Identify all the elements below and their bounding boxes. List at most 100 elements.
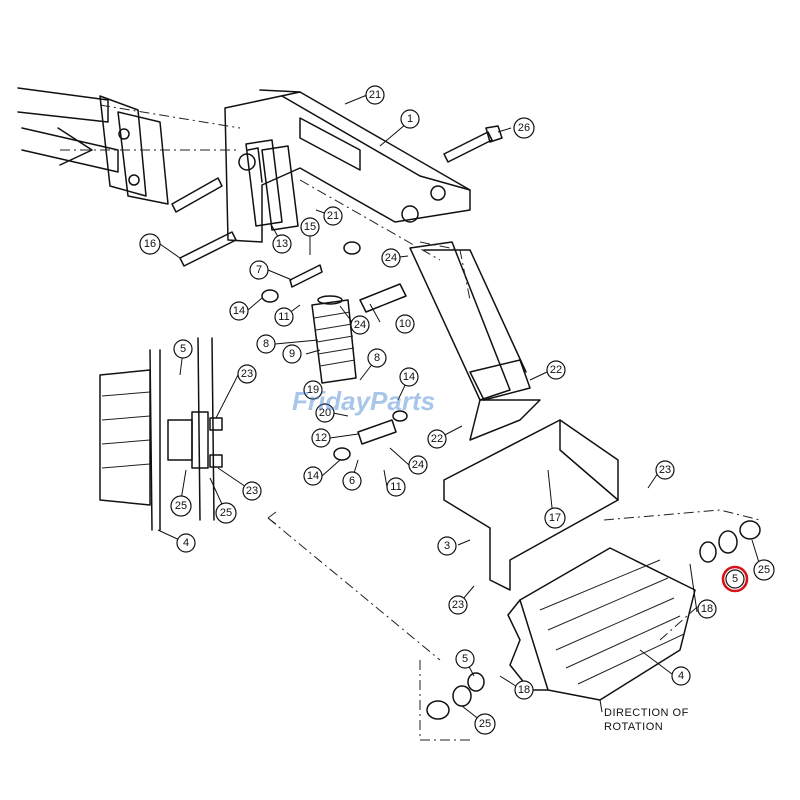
bearing-flange — [426, 700, 450, 720]
side-hub — [167, 419, 193, 461]
svg-text:22: 22 — [550, 364, 562, 376]
centerline — [299, 179, 441, 261]
assembly-arrow — [267, 511, 277, 525]
svg-text:5: 5 — [180, 343, 186, 355]
post-mount-plate — [469, 359, 531, 401]
leader-lines — [157, 94, 762, 725]
yoke-bracket — [224, 91, 471, 243]
side-rotor — [99, 369, 151, 506]
spring-coils — [313, 311, 356, 367]
yoke-bore — [401, 205, 419, 223]
svg-text:4: 4 — [678, 670, 684, 682]
svg-text:6: 6 — [349, 475, 355, 487]
callout-23c: 23 — [242, 481, 262, 501]
bearing-flange — [452, 685, 472, 707]
callout-15: 15 — [300, 217, 320, 237]
side-frame — [197, 337, 215, 521]
washer-14 — [261, 289, 279, 303]
bearing — [467, 672, 485, 692]
bearing — [699, 541, 717, 563]
side-bolt — [209, 417, 223, 431]
callout-14: 14 — [229, 301, 249, 321]
center-post-edge — [423, 249, 527, 373]
svg-text:8: 8 — [263, 338, 269, 350]
yoke-cross-tube — [299, 117, 361, 171]
callout-5b: 5 — [455, 649, 475, 669]
callout-22: 22 — [546, 360, 566, 380]
svg-text:18: 18 — [701, 603, 713, 615]
callout-11: 11 — [274, 307, 294, 327]
callout-25d: 25 — [474, 713, 496, 735]
linework — [17, 87, 762, 741]
callout-25c: 25 — [215, 502, 237, 524]
post-foot — [469, 399, 541, 441]
callout-5: 5 — [173, 339, 193, 359]
bolt-26 — [443, 131, 493, 163]
centerline — [603, 509, 761, 521]
svg-text:4: 4 — [183, 537, 189, 549]
callout-4b: 4 — [671, 666, 691, 686]
callout-23b: 23 — [655, 460, 675, 480]
svg-text:3: 3 — [444, 540, 450, 552]
rotation-leader — [599, 699, 603, 713]
callout-21: 21 — [365, 85, 385, 105]
side-rotor-fins — [101, 391, 151, 469]
side-bolt — [209, 454, 223, 468]
rotor-drum — [519, 547, 696, 701]
spring-9 — [311, 299, 357, 384]
svg-text:26: 26 — [518, 122, 530, 134]
callout-23: 23 — [237, 364, 257, 384]
svg-text:22: 22 — [431, 433, 443, 445]
long-bolt — [171, 177, 223, 213]
callout-9: 9 — [282, 344, 302, 364]
svg-text:25: 25 — [758, 564, 770, 576]
callout-8: 8 — [256, 334, 276, 354]
svg-text:25: 25 — [175, 500, 187, 512]
watermark-logo: FridayParts — [292, 386, 435, 416]
bolt-26-head — [485, 125, 503, 143]
callout-12: 12 — [311, 428, 331, 448]
link-plate — [245, 139, 283, 227]
long-bolt — [179, 231, 237, 267]
callout-24: 24 — [350, 315, 370, 335]
bracket-hole — [128, 174, 140, 186]
svg-text:14: 14 — [403, 371, 415, 383]
svg-text:7: 7 — [256, 264, 262, 276]
arm-bracket-right — [117, 111, 169, 205]
callout-17: 17 — [544, 507, 566, 529]
svg-text:5: 5 — [732, 573, 738, 585]
callout-18b: 18 — [514, 680, 534, 700]
callout-7: 7 — [249, 260, 269, 280]
callout-4: 4 — [176, 533, 196, 553]
rotation-note: DIRECTION OF ROTATION — [599, 699, 688, 733]
svg-text:21: 21 — [369, 89, 381, 101]
callout-6: 6 — [342, 471, 362, 491]
rotor-fins — [539, 559, 685, 685]
svg-text:24: 24 — [354, 319, 366, 331]
frame-bracket-edge — [559, 419, 619, 501]
pin-10 — [359, 283, 407, 313]
svg-text:14: 14 — [307, 470, 319, 482]
rotor-end-plate — [507, 599, 549, 691]
washer — [343, 241, 361, 255]
svg-text:23: 23 — [452, 599, 464, 611]
callout-20: 20 — [315, 403, 335, 423]
callout-19: 19 — [303, 380, 323, 400]
centerline — [99, 104, 241, 129]
centerline — [419, 660, 470, 741]
svg-text:16: 16 — [144, 238, 156, 250]
arm-member-upper — [17, 87, 109, 123]
spring-cap — [317, 295, 343, 305]
callout-10: 10 — [395, 314, 415, 334]
svg-text:17: 17 — [549, 512, 561, 524]
callout-14c: 14 — [303, 466, 323, 486]
pin-12 — [357, 419, 397, 445]
pin-7 — [289, 264, 323, 288]
svg-text:25: 25 — [479, 718, 491, 730]
callout-26: 26 — [513, 117, 535, 139]
svg-text:10: 10 — [399, 318, 411, 330]
bracket-hole — [118, 128, 130, 140]
svg-text:23: 23 — [241, 368, 253, 380]
washer-14 — [392, 410, 408, 422]
